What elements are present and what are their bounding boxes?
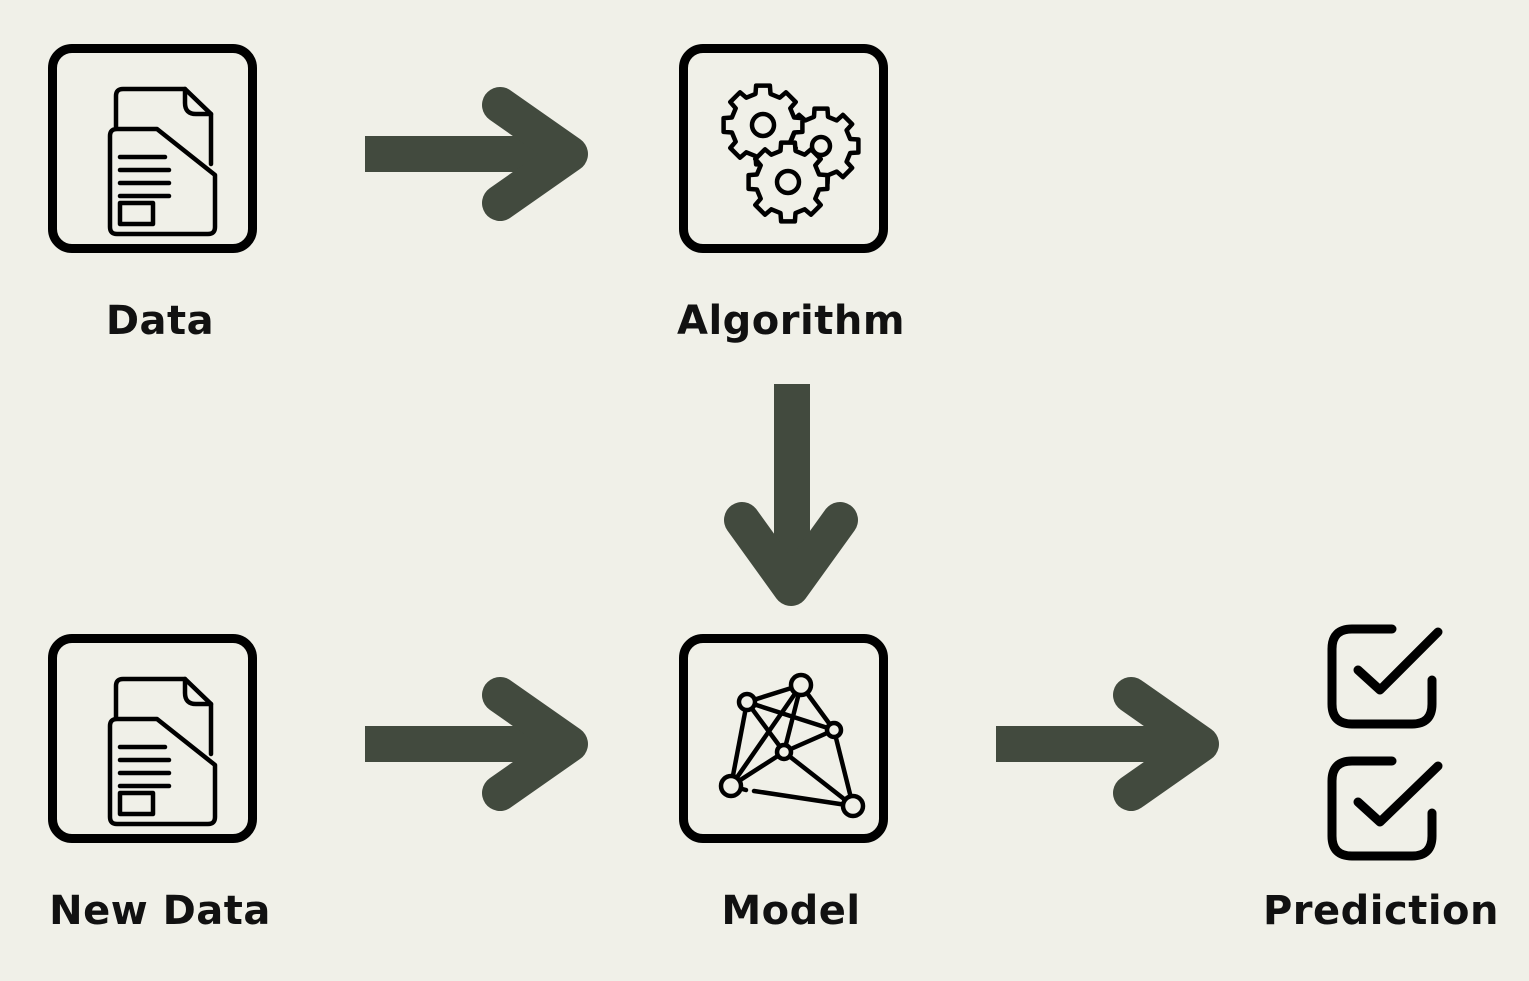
document-icon bbox=[107, 86, 218, 237]
model-label: Model bbox=[721, 888, 861, 934]
network-icon bbox=[718, 672, 866, 819]
arrow-new-data-to-model bbox=[365, 677, 588, 811]
model-node-box bbox=[679, 634, 888, 843]
new-data-label: New Data bbox=[49, 888, 271, 934]
gear-right-hole bbox=[809, 134, 833, 158]
gear-bottom-hole bbox=[774, 168, 802, 196]
checkbox-list-icon bbox=[1327, 624, 1443, 861]
prediction-label: Prediction bbox=[1262, 888, 1500, 934]
gear-left-hole bbox=[749, 111, 777, 139]
arrow-model-to-prediction bbox=[996, 677, 1219, 811]
data-node-box bbox=[48, 44, 257, 253]
arrow-data-to-algorithm bbox=[365, 87, 588, 221]
algorithm-label: Algorithm bbox=[677, 298, 905, 344]
data-label: Data bbox=[105, 298, 215, 344]
arrow-algorithm-to-model bbox=[724, 384, 858, 606]
gears-icon bbox=[721, 83, 861, 224]
document-icon bbox=[107, 676, 218, 827]
new-data-node-box bbox=[48, 634, 257, 843]
algorithm-node-box bbox=[679, 44, 888, 253]
gear-bottom-shape bbox=[746, 140, 830, 224]
